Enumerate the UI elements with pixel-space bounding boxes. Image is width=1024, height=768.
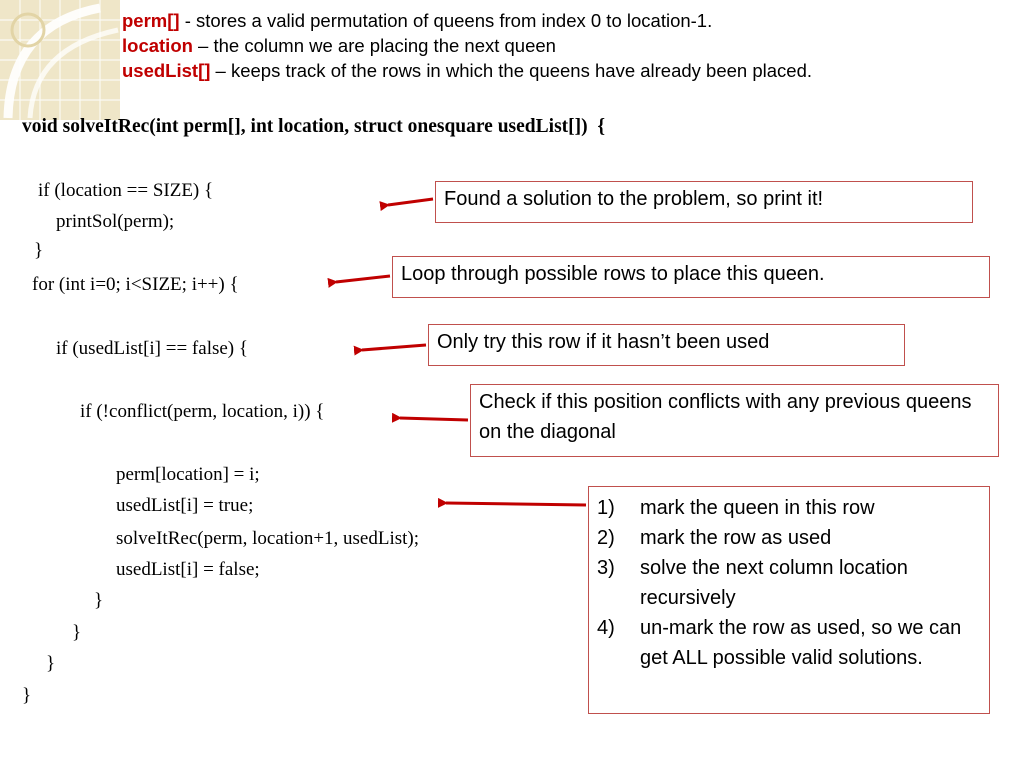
code-line-2: printSol(perm); xyxy=(56,211,175,232)
note-loop-rows: Loop through possible rows to place this… xyxy=(392,256,990,298)
arrow-to-body-steps xyxy=(437,497,587,508)
step-number-4: 4) xyxy=(597,617,615,639)
note-steps: 1) mark the queen in this row 2) mark the … xyxy=(588,486,990,714)
step-item-3: 3) solve the next column location recursi… xyxy=(597,553,981,613)
step-text-3: solve the next column location recursive… xyxy=(640,557,908,609)
code-line-1: if (location == SIZE) { xyxy=(38,180,214,201)
function-signature: void solveItRec(int perm[], int location… xyxy=(22,116,606,137)
code-line-12: } xyxy=(72,622,82,643)
code-line-5: if (usedList[i] == false) { xyxy=(56,338,248,359)
note-check-conflict-text: Check if this position conflicts with an… xyxy=(479,391,972,443)
code-line-10: usedList[i] = false; xyxy=(116,559,260,580)
step-text-4: un-mark the row as used, so we can get A… xyxy=(640,617,962,669)
perm-text: - stores a valid permutation of queens f… xyxy=(179,10,713,31)
note-loop-rows-text: Loop through possible rows to place this… xyxy=(401,263,825,285)
note-check-conflict: Check if this position conflicts with an… xyxy=(470,384,999,457)
code-line-14: } xyxy=(22,685,32,706)
code-line-7: perm[location] = i; xyxy=(116,464,260,485)
arrow-to-usedlist-check xyxy=(353,343,427,356)
code-line-6: if (!conflict(perm, location, i)) { xyxy=(80,401,325,422)
steps-list: 1) mark the queen in this row 2) mark the … xyxy=(597,493,981,673)
usedlist-term: usedList[] xyxy=(122,60,211,81)
location-description: location – the column we are placing the… xyxy=(122,33,1012,58)
note-found-solution-text: Found a solution to the problem, so prin… xyxy=(444,188,824,210)
arrow-to-if-location xyxy=(379,197,434,212)
code-line-9: solveItRec(perm, location+1, usedList); xyxy=(116,528,420,549)
step-item-2: 2) mark the row as used xyxy=(597,523,981,553)
step-item-1: 1) mark the queen in this row xyxy=(597,493,981,523)
code-line-8: usedList[i] = true; xyxy=(116,495,254,516)
step-number-1: 1) xyxy=(597,497,615,519)
arrow-to-conflict-check xyxy=(391,412,469,423)
step-text-2: mark the row as used xyxy=(640,527,832,549)
step-number-2: 2) xyxy=(597,527,615,549)
code-line-3: } xyxy=(34,240,44,261)
usedlist-text: – keeps track of the rows in which the q… xyxy=(210,60,813,81)
code-line-4: for (int i=0; i<SIZE; i++) { xyxy=(32,274,239,295)
usedlist-description: usedList[] – keeps track of the rows in … xyxy=(122,58,1012,83)
location-text: – the column we are placing the next que… xyxy=(192,35,556,56)
note-found-solution: Found a solution to the problem, so prin… xyxy=(435,181,973,223)
step-text-1: mark the queen in this row xyxy=(640,497,875,519)
code-line-11: } xyxy=(94,590,104,611)
step-item-4: 4) un-mark the row as used, so we can get… xyxy=(597,613,981,673)
perm-term: perm[] xyxy=(122,10,180,31)
arrow-to-for-loop xyxy=(327,274,391,288)
step-number-3: 3) xyxy=(597,557,615,579)
perm-description: perm[] - stores a valid permutation of q… xyxy=(122,8,1012,33)
note-row-unused-text: Only try this row if it hasn’t been used xyxy=(437,331,770,353)
location-term: location xyxy=(122,35,193,56)
note-row-unused: Only try this row if it hasn’t been used xyxy=(428,324,905,366)
code-line-13: } xyxy=(46,653,56,674)
variable-descriptions: perm[] - stores a valid permutation of q… xyxy=(122,8,1012,83)
corner-decoration xyxy=(0,0,120,120)
